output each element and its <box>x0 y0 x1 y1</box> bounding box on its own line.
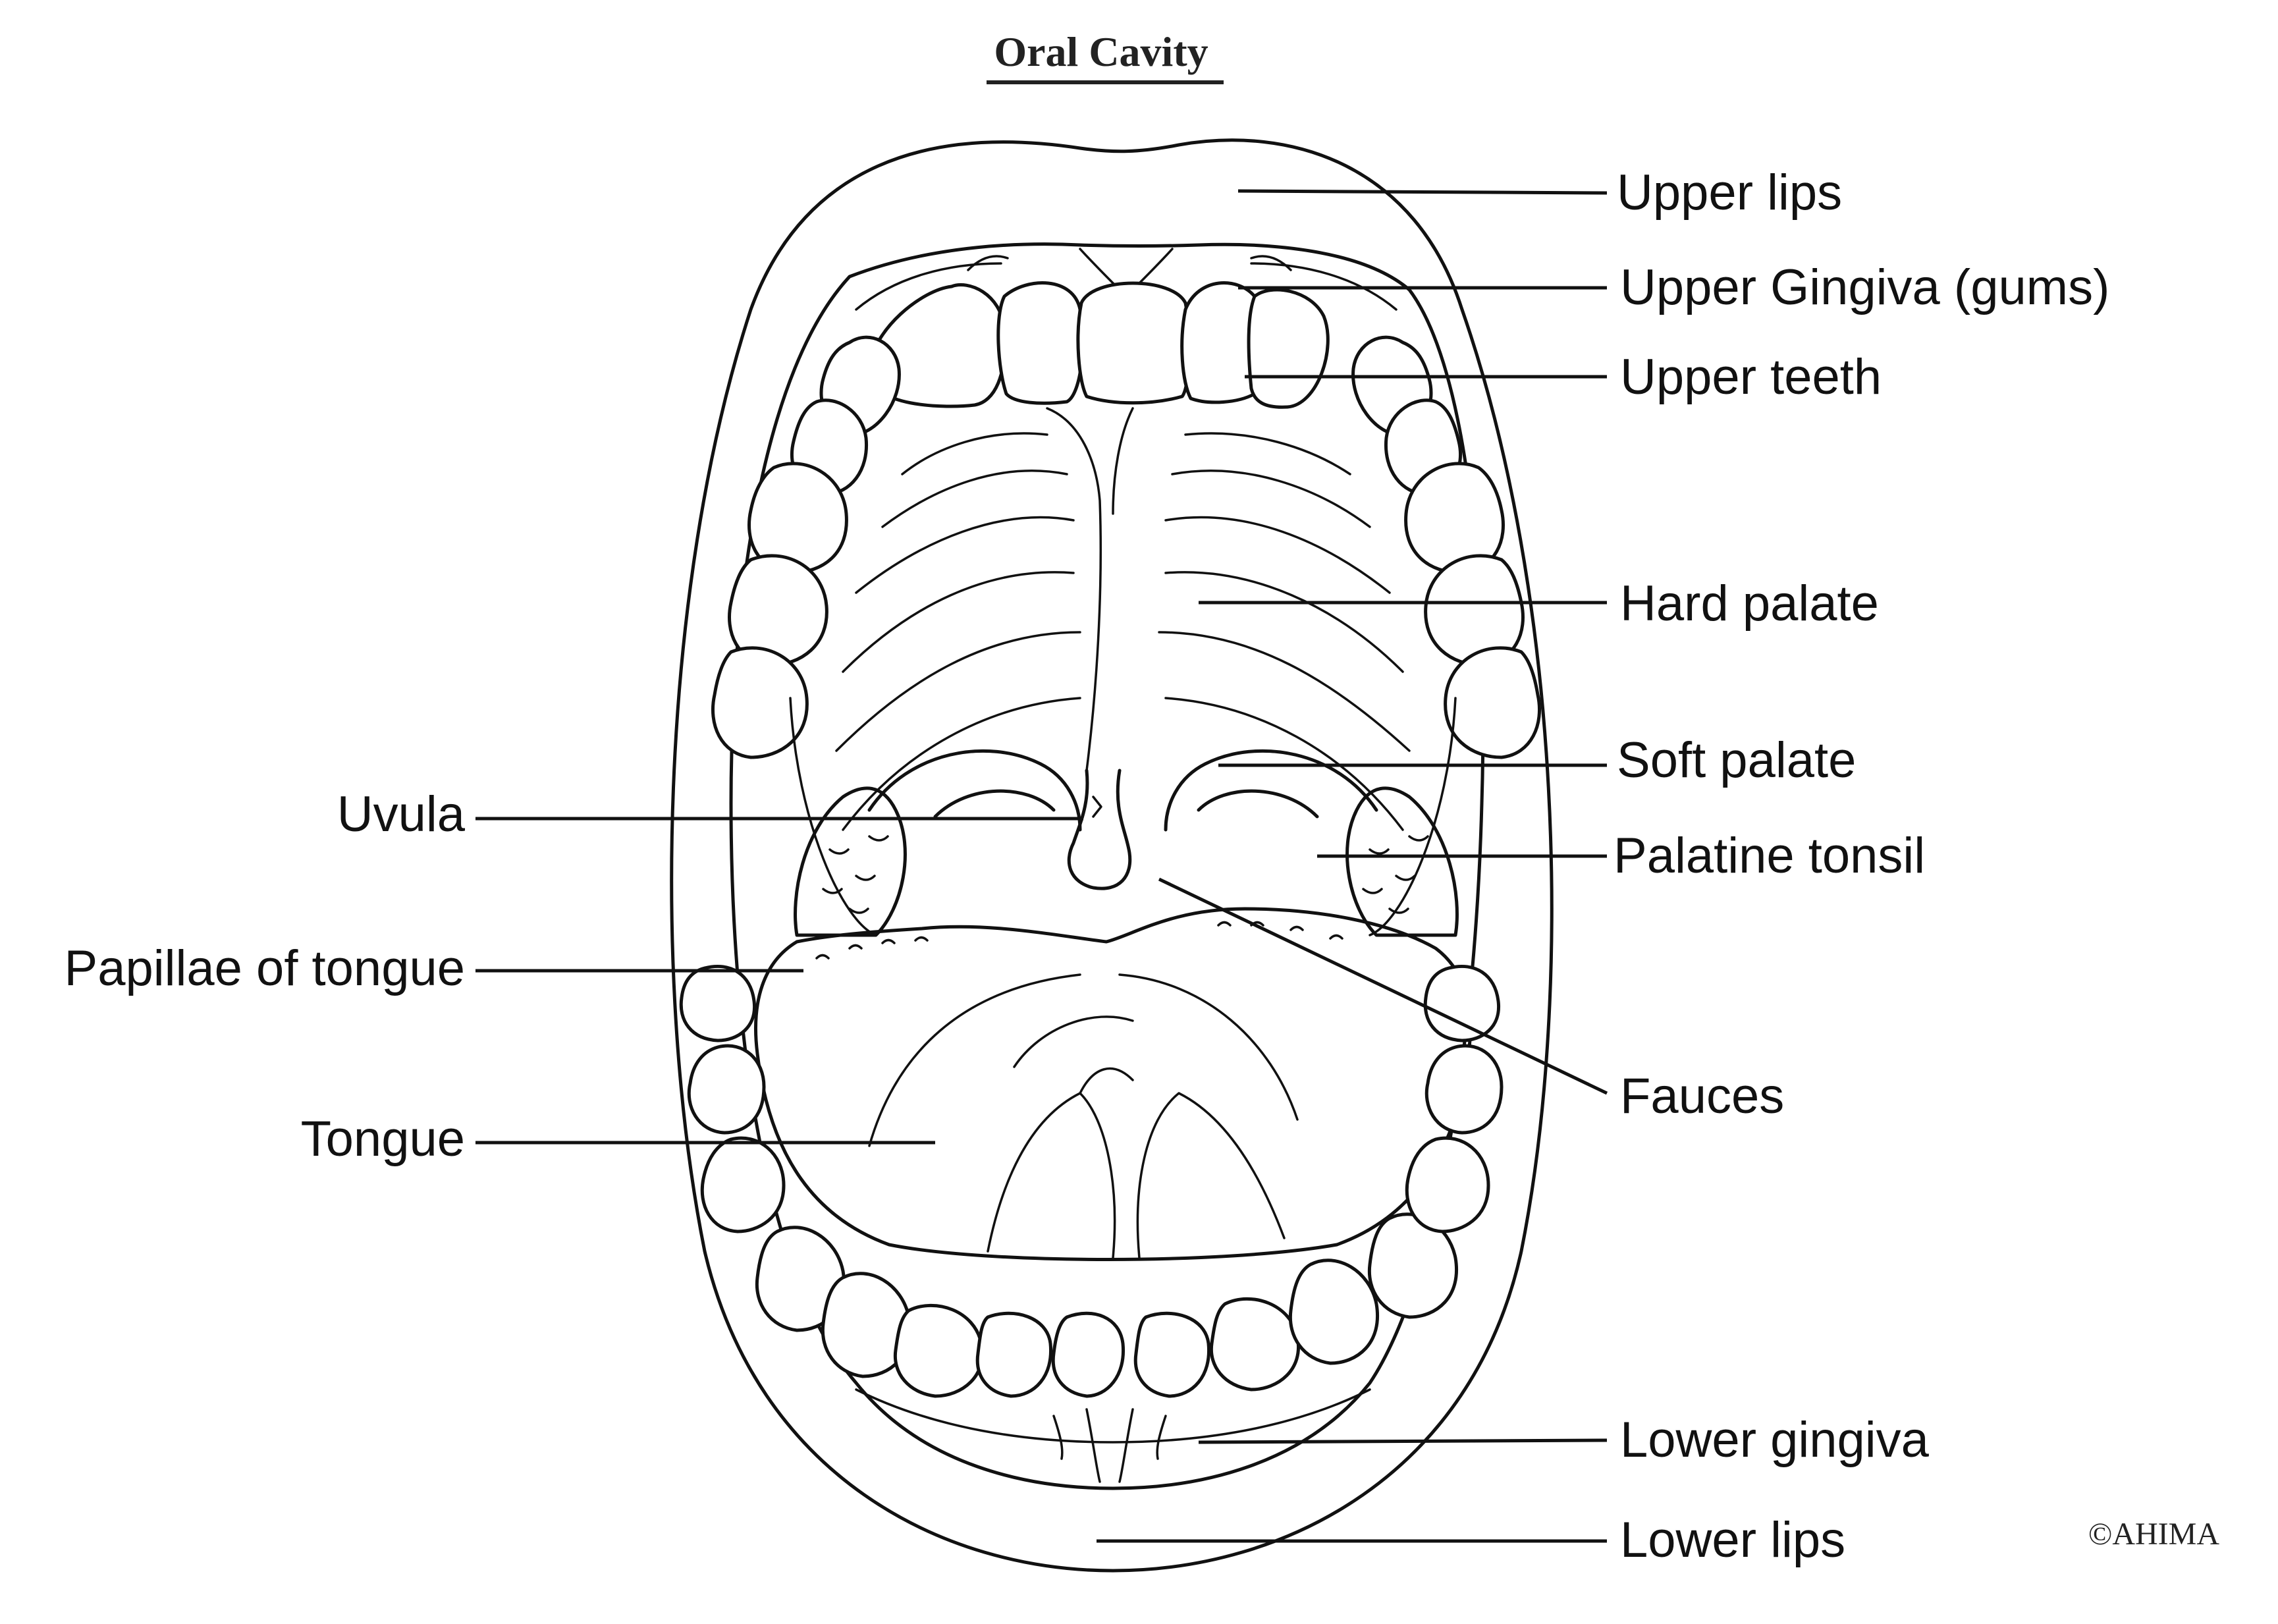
label-uvula: Uvula <box>337 786 466 842</box>
leader-fauces <box>1158 877 1608 1095</box>
uvula-mark <box>1092 796 1102 818</box>
label-tongue: Tongue <box>301 1111 465 1167</box>
palatine-tonsils <box>794 786 1459 937</box>
label-upper-lips: Upper lips <box>1617 165 1842 221</box>
label-upper-gingiva: Upper Gingiva (gums) <box>1620 259 2109 315</box>
leader-upper-lips <box>1237 189 1608 195</box>
uvula-shape <box>1067 769 1132 890</box>
lower-gingiva <box>855 1388 1371 1483</box>
label-lower-gingiva: Lower gingiva <box>1620 1412 1930 1468</box>
label-fauces: Fauces <box>1620 1068 1784 1124</box>
upper-teeth <box>711 281 1542 759</box>
inner-mouth-outline <box>729 242 1485 1490</box>
tongue-shape <box>754 907 1472 1261</box>
label-hard-palate: Hard palate <box>1620 576 1879 632</box>
label-lower-lips: Lower lips <box>1620 1512 1845 1568</box>
leader-lines <box>475 189 1608 1543</box>
copyright-credit: ©AHIMA <box>2088 1517 2219 1552</box>
label-upper-teeth: Upper teeth <box>1620 349 1882 405</box>
label-papillae: Papillae of tongue <box>65 940 465 996</box>
leader-lower-gingiva <box>1198 1438 1608 1444</box>
diagram-title: Oral Cavity <box>994 28 1208 75</box>
label-soft-palate: Soft palate <box>1617 732 1856 788</box>
hard-palate <box>835 407 1411 831</box>
label-palatine-tonsil: Palatine tonsil <box>1614 828 1925 884</box>
papillae-dots <box>815 921 1343 960</box>
outer-lips-outline <box>670 138 1554 1573</box>
lower-teeth <box>679 964 1504 1398</box>
